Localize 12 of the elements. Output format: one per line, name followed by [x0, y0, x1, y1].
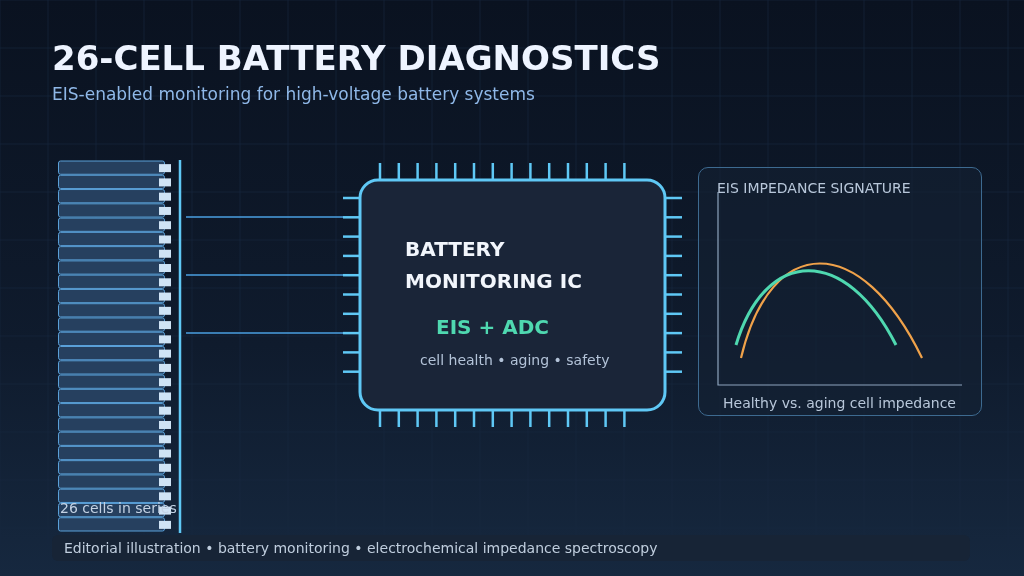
chip-description: cell health • aging • safety: [420, 352, 610, 368]
diagram-title: 26-CELL BATTERY DIAGNOSTICS: [52, 38, 661, 78]
connector-line: [185, 274, 344, 276]
chip-subtitle: EIS + ADC: [436, 315, 549, 339]
chart-caption: Healthy vs. aging cell impedance: [723, 395, 956, 411]
chart-title: EIS IMPEDANCE SIGNATURE: [717, 180, 911, 196]
connector-line: [185, 332, 344, 334]
chip-title: BATTERY MONITORING IC: [405, 236, 583, 295]
chart-panel: [698, 167, 982, 416]
footer-caption: Editorial illustration • battery monitoring • electrochemical impedance spectroscopy: [52, 535, 970, 561]
connector-line: [185, 216, 344, 218]
subtitle: EIS-enabled monitoring for high-voltage battery systems: [52, 84, 535, 104]
